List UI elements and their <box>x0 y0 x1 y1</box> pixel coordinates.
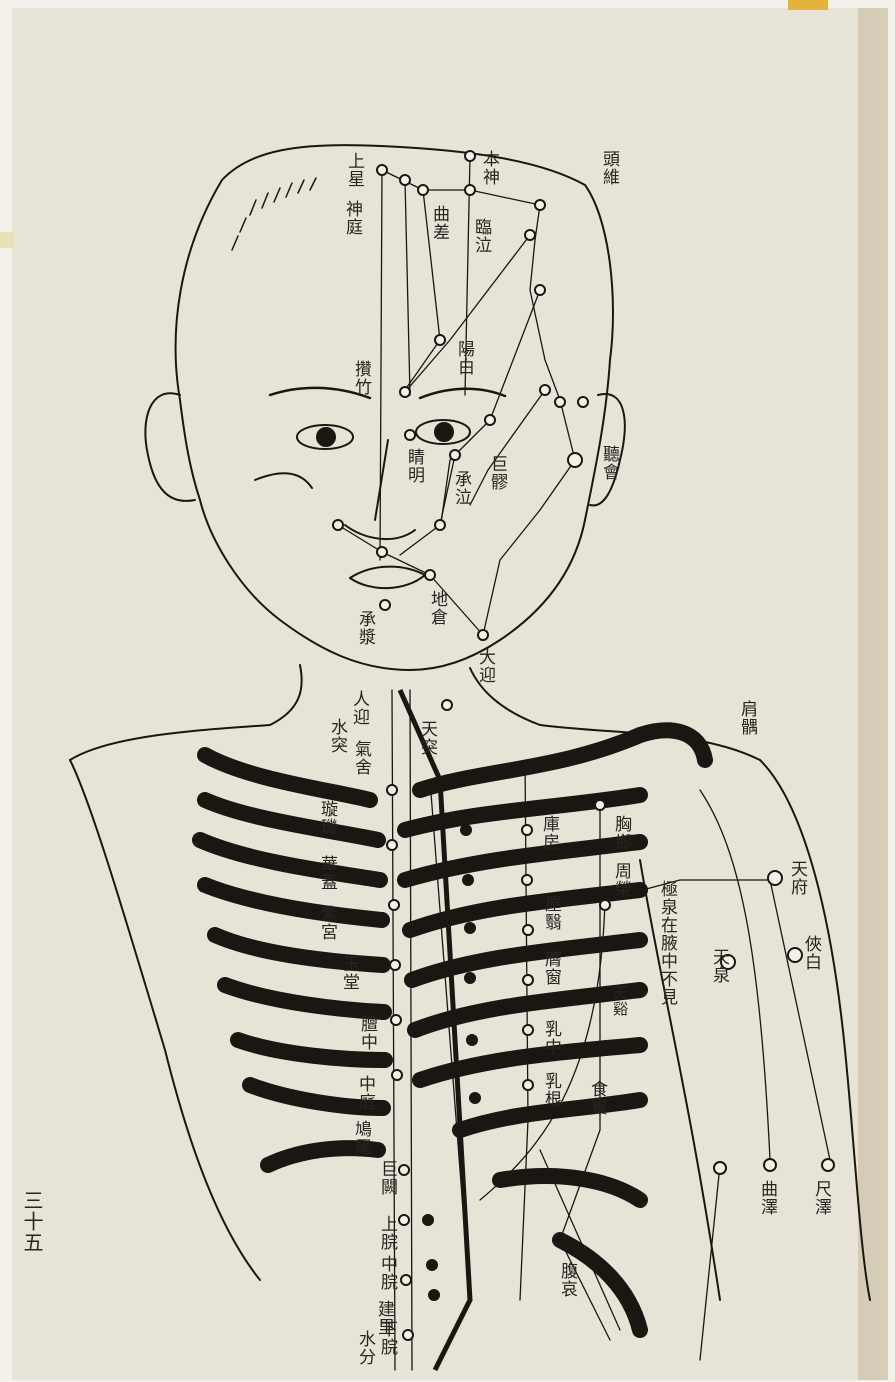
label-chengqi: 承泣 <box>452 470 469 506</box>
label-qucha: 曲差 <box>430 205 447 241</box>
label-touwei: 頭維 <box>600 150 617 186</box>
left-page-tab <box>0 232 14 248</box>
label-juliao: 巨髎 <box>488 455 505 491</box>
label-shenting: 神庭 <box>343 200 360 236</box>
label-huagai: 華蓋 <box>318 855 335 891</box>
label-rugen: 乳根 <box>542 1072 559 1108</box>
label-zhongting: 中庭 <box>356 1075 373 1111</box>
gutter-shadow <box>858 8 888 1380</box>
label-tianxi: 天谿 <box>612 985 627 1017</box>
label-juque: 巨闕 <box>378 1160 395 1196</box>
label-chengjiang: 承漿 <box>356 610 373 646</box>
label-tiantu: 天突 <box>418 720 435 756</box>
label-yutang: 玉堂 <box>340 955 357 991</box>
label-wuyi: 屋翳 <box>542 895 559 931</box>
label-dicang: 地倉 <box>428 590 445 626</box>
label-shangwan: 上脘 <box>378 1215 395 1251</box>
label-xiawan: 下脘 <box>378 1320 395 1356</box>
label-fuai: 腹哀 <box>558 1262 575 1298</box>
label-zanzhu: 攢竹 <box>352 360 369 396</box>
label-tinghui: 聽會 <box>600 445 617 481</box>
left-pupil <box>317 428 335 446</box>
label-yingchuang: 膺窗 <box>542 950 559 986</box>
label-shidou: 食竇 <box>588 1080 605 1116</box>
label-zigong: 紫宮 <box>318 905 335 941</box>
label-ruzhong: 乳中 <box>542 1020 559 1056</box>
label-yangbai: 陽白 <box>455 340 472 376</box>
label-shuifen: 水分 <box>356 1330 373 1366</box>
label-jiquan-note: 極泉在腋中不見 <box>658 880 675 1006</box>
label-xiabai: 俠白 <box>802 935 819 971</box>
label-shuitu: 水突 <box>328 718 345 754</box>
right-pupil <box>435 423 453 441</box>
corner-tab <box>788 0 828 10</box>
label-tianquan: 天泉 <box>710 948 727 984</box>
label-xuanji: 璇璣 <box>318 800 335 836</box>
page-folio: 三十五 <box>22 1190 42 1253</box>
label-daying: 大迎 <box>476 648 493 684</box>
label-linqi: 臨泣 <box>472 218 489 254</box>
label-kufang: 庫房 <box>540 815 557 851</box>
label-shanzhong: 膻中 <box>358 1015 375 1051</box>
label-benshen: 本神 <box>480 150 497 186</box>
label-shangxing: 上星 <box>345 152 362 188</box>
label-renying: 人迎 <box>350 690 367 726</box>
label-quze: 曲澤 <box>758 1180 775 1216</box>
label-jiuwei: 鳩尾 <box>352 1120 369 1156</box>
label-tianfu: 天府 <box>788 860 805 896</box>
label-qishe: 氣舍 <box>352 740 369 776</box>
label-chize: 尺澤 <box>812 1180 829 1216</box>
label-jianyu: 肩髃 <box>738 700 755 736</box>
label-zhourong: 周榮 <box>612 862 629 898</box>
label-zhongwan: 中脘 <box>378 1255 395 1291</box>
label-xiongxiang: 胸鄉 <box>612 815 629 851</box>
label-jingming: 睛明 <box>405 448 422 484</box>
